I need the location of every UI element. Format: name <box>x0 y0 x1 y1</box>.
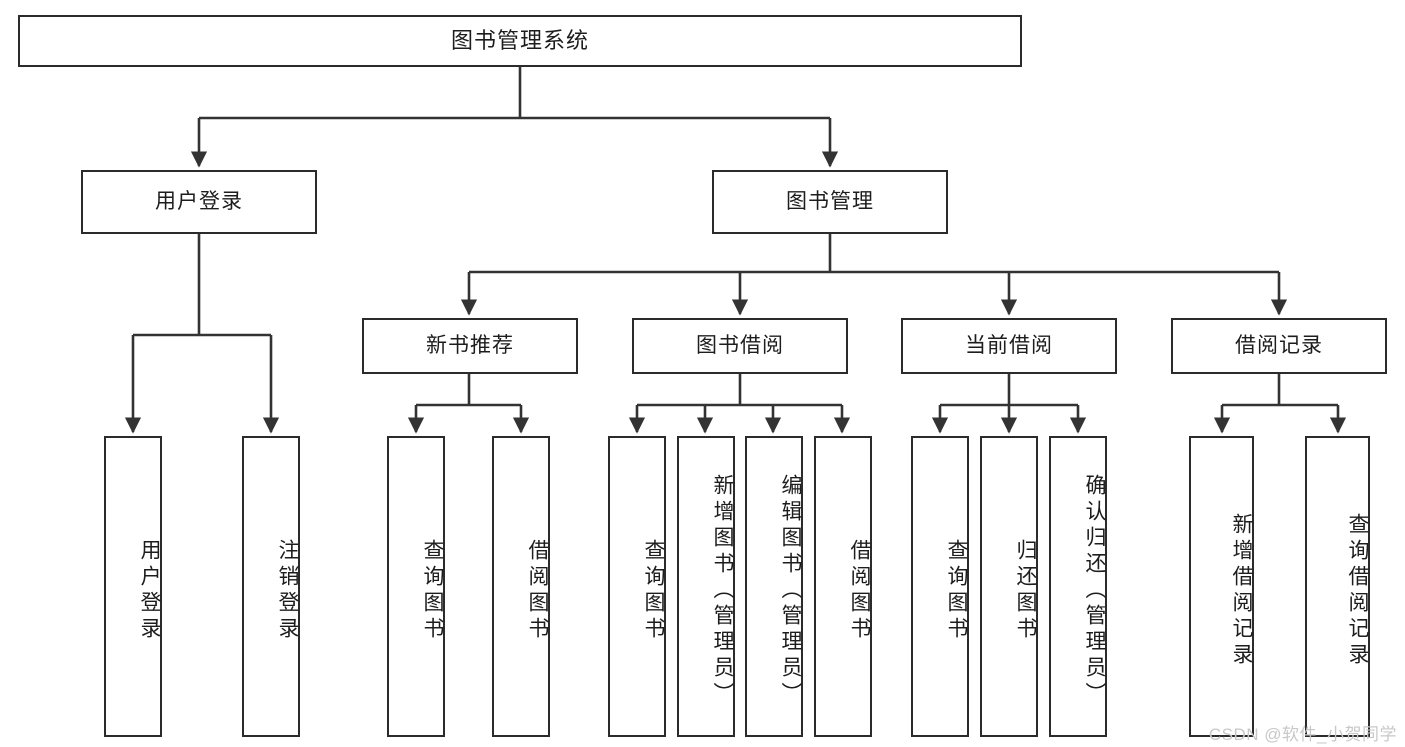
node-label: 借阅图书 <box>526 538 549 643</box>
node-label: 图书借阅 <box>696 334 784 358</box>
node-borrow-record[interactable]: 借阅记录 <box>1171 318 1387 374</box>
leaf-user-logout[interactable]: 注销登录 <box>242 436 300 737</box>
node-label: 确认归还（管理员） <box>1083 473 1106 708</box>
node-label: 注销登录 <box>276 538 299 643</box>
node-label: 查询图书 <box>945 538 968 643</box>
watermark: CSDN @软件_小贺同学 <box>1208 725 1397 744</box>
leaf-record-query-borrow-record[interactable]: 查询借阅记录 <box>1305 436 1370 737</box>
node-label: 图书管理系统 <box>450 27 589 53</box>
leaf-borrow-query-book[interactable]: 查询图书 <box>608 436 666 737</box>
node-label: 新书推荐 <box>426 334 514 358</box>
leaf-current-confirm-return-admin[interactable]: 确认归还（管理员） <box>1049 436 1107 737</box>
node-label: 新增借阅记录 <box>1230 512 1253 669</box>
leaf-user-login[interactable]: 用户登录 <box>104 436 162 737</box>
node-label: 当前借阅 <box>965 334 1053 358</box>
leaf-current-return-book[interactable]: 归还图书 <box>980 436 1038 737</box>
node-label: 图书管理 <box>786 190 874 214</box>
leaf-record-add-borrow-record[interactable]: 新增借阅记录 <box>1189 436 1254 737</box>
node-label: 编辑图书（管理员） <box>779 473 802 708</box>
node-root-book-management-system[interactable]: 图书管理系统 <box>18 15 1022 67</box>
leaf-new-book-query-book[interactable]: 查询图书 <box>387 436 445 737</box>
node-book-borrow[interactable]: 图书借阅 <box>632 318 848 374</box>
node-label: 借阅记录 <box>1235 334 1323 358</box>
node-label: 查询图书 <box>421 538 444 643</box>
node-new-book-recommend[interactable]: 新书推荐 <box>362 318 578 374</box>
node-book-management[interactable]: 图书管理 <box>712 170 948 234</box>
node-label: 查询图书 <box>642 538 665 643</box>
node-label: 借阅图书 <box>848 538 871 643</box>
node-label: 新增图书（管理员） <box>711 473 734 708</box>
node-user-login[interactable]: 用户登录 <box>81 170 317 234</box>
node-label: 用户登录 <box>155 190 243 214</box>
leaf-borrow-borrow-book[interactable]: 借阅图书 <box>814 436 872 737</box>
node-label: 查询借阅记录 <box>1346 512 1369 669</box>
node-current-borrow[interactable]: 当前借阅 <box>901 318 1117 374</box>
node-label: 归还图书 <box>1014 538 1037 643</box>
leaf-borrow-add-book-admin[interactable]: 新增图书（管理员） <box>677 436 735 737</box>
leaf-new-book-borrow-book[interactable]: 借阅图书 <box>492 436 550 737</box>
leaf-borrow-edit-book-admin[interactable]: 编辑图书（管理员） <box>745 436 803 737</box>
node-label: 用户登录 <box>138 538 161 643</box>
leaf-current-query-book[interactable]: 查询图书 <box>911 436 969 737</box>
